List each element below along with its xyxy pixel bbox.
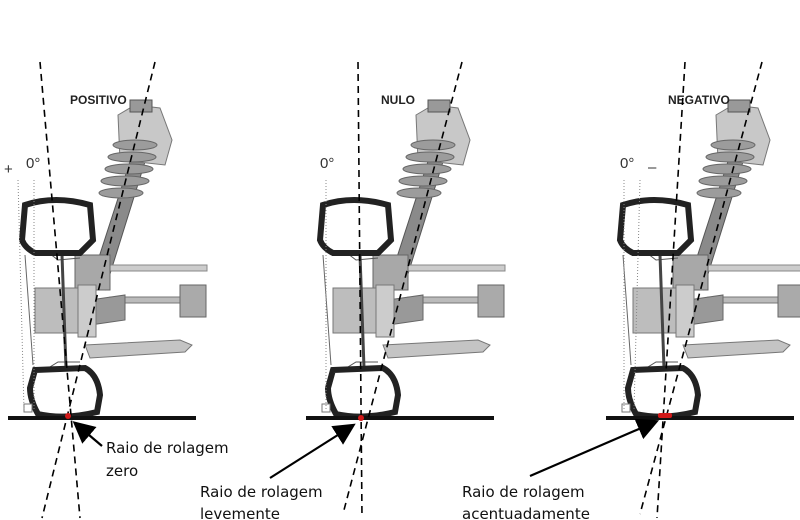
panel-nulo: NULO 0° Raio de rolagem levemente — [200, 61, 505, 520]
wheel-center-line — [357, 61, 363, 519]
caption-line-1: Raio de rolagem — [462, 483, 585, 501]
wheel-center-line — [656, 61, 686, 519]
suspension-assembly-illustration — [8, 100, 207, 421]
caption-line-2: zero — [106, 462, 138, 480]
angle-label: 0° — [620, 155, 634, 172]
steering-axis-line — [343, 61, 463, 511]
pointer-arrow — [269, 423, 356, 479]
caption-line-1: Raio de rolagem — [200, 483, 323, 501]
steering-axis-line — [41, 61, 156, 519]
angle-label: 0° — [320, 155, 334, 172]
contact-point — [65, 413, 71, 419]
angle-label: 0° — [26, 155, 40, 172]
panel-title: NEGATIVO — [668, 93, 730, 107]
contact-patch — [658, 413, 672, 418]
steering-axis-line — [639, 61, 763, 515]
caption-line-1: Raio de rolagem — [106, 439, 229, 457]
caption-line-2: acentuadamente — [462, 505, 590, 520]
pointer-arrow — [72, 421, 103, 447]
panel-negativo: NEGATIVO 0° – Raio de rolagem acentuadam… — [462, 61, 800, 520]
panel-title: NULO — [381, 93, 415, 107]
contact-point — [358, 415, 364, 421]
suspension-assembly-illustration — [306, 100, 505, 421]
caption-line-2: levemente — [200, 505, 280, 520]
camber-sign: – — [648, 159, 657, 176]
pointer-arrow — [529, 418, 660, 478]
panel-positivo: POSITIVO + 0° Raio de rolagem zero — [4, 61, 229, 519]
camber-sign: + — [4, 161, 13, 178]
wheel-center-line — [39, 61, 81, 519]
panel-title: POSITIVO — [70, 93, 127, 107]
